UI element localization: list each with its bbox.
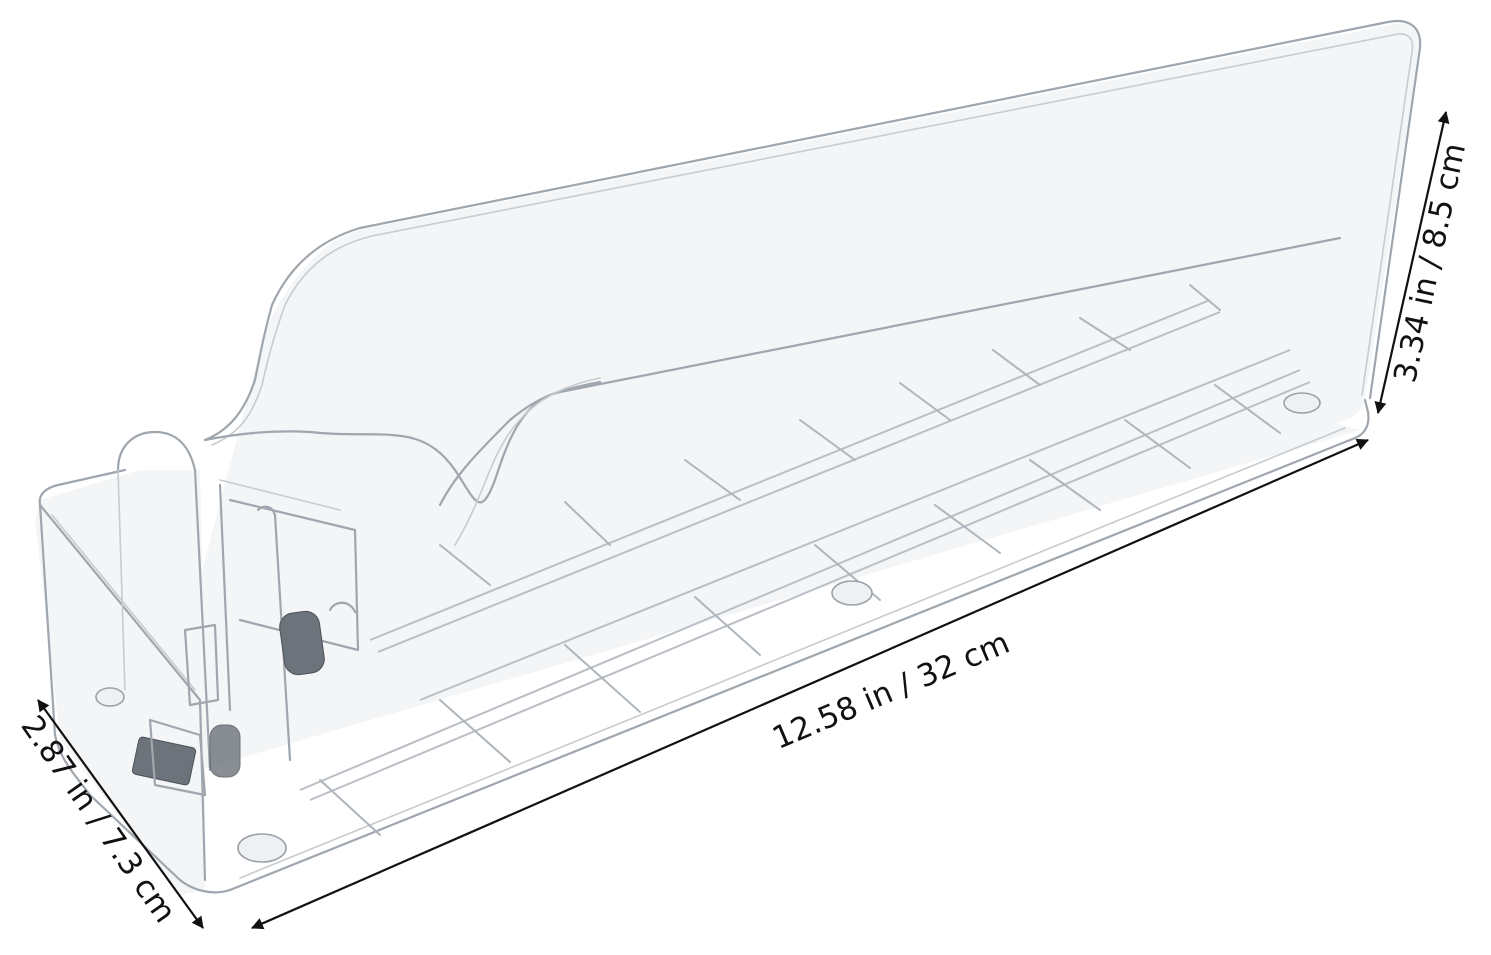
- clear-bin-organizer-icon: [35, 19, 1422, 895]
- length-label: 12.58 in / 32 cm: [767, 625, 1014, 757]
- height-label: 3.34 in / 8.5 cm: [1387, 140, 1473, 386]
